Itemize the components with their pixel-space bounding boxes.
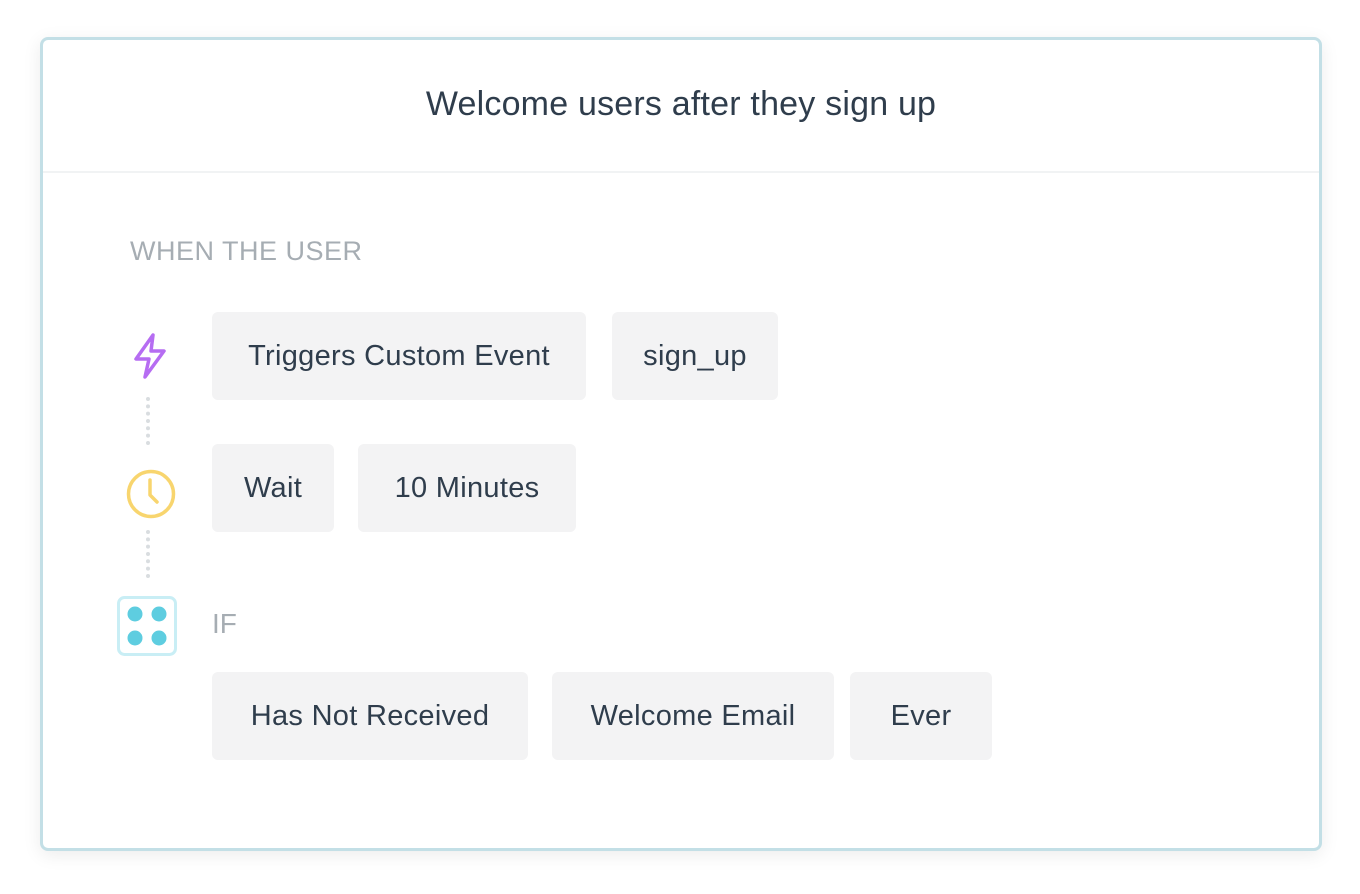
condition-message-pill[interactable]: Welcome Email: [552, 672, 834, 760]
card-header: Welcome users after they sign up: [43, 40, 1319, 173]
condition-timeframe-pill[interactable]: Ever: [850, 672, 992, 760]
campaign-title: Welcome users after they sign up: [425, 85, 937, 123]
clock-icon: [125, 468, 177, 520]
wait-action-pill[interactable]: Wait: [212, 444, 334, 532]
lightning-bolt-icon: [131, 332, 169, 380]
campaign-card: Welcome users after they sign up WHEN TH…: [40, 37, 1322, 851]
grid-dots-icon: [117, 596, 177, 656]
if-label: IF: [212, 608, 237, 639]
trigger-action-pill[interactable]: Triggers Custom Event: [212, 312, 586, 400]
wait-duration-pill[interactable]: 10 Minutes: [358, 444, 576, 532]
section-label: WHEN THE USER: [130, 236, 363, 266]
step-connector: [146, 530, 150, 578]
step-connector: [146, 397, 150, 445]
event-name-pill[interactable]: sign_up: [612, 312, 778, 400]
condition-operator-pill[interactable]: Has Not Received: [212, 672, 528, 760]
